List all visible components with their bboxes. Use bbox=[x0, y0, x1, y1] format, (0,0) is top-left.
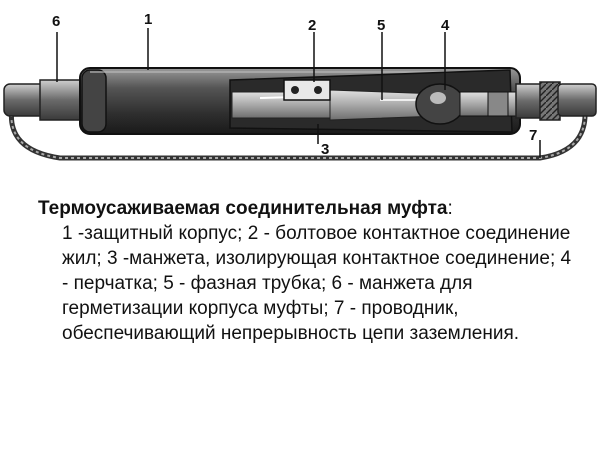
callout-label-5: 5 bbox=[377, 17, 385, 34]
caption-description: 1 -защитный корпус; 2 - болтовое контакт… bbox=[62, 223, 572, 344]
callout-label-4: 4 bbox=[441, 17, 450, 34]
callout-label-3: 3 bbox=[321, 141, 329, 158]
callout-label-7: 7 bbox=[529, 127, 537, 144]
callout-label-1: 1 bbox=[144, 11, 152, 28]
right-cable bbox=[459, 81, 597, 121]
callout-lines bbox=[56, 28, 541, 158]
caption: Термоусаживаемая соединительная муфта: 1… bbox=[38, 196, 578, 346]
callout-label-6: 6 bbox=[52, 13, 60, 30]
glove bbox=[415, 83, 465, 125]
caption-colon: : bbox=[447, 198, 453, 219]
left-cable bbox=[3, 79, 83, 121]
caption-title: Термоусаживаемая соединительная муфта bbox=[38, 198, 448, 219]
callout-label-2: 2 bbox=[308, 17, 316, 34]
ground-conductor bbox=[8, 101, 588, 161]
cable-joint-diagram: 6 1 2 5 4 3 7 bbox=[3, 11, 597, 161]
bolted-connector bbox=[283, 79, 331, 101]
